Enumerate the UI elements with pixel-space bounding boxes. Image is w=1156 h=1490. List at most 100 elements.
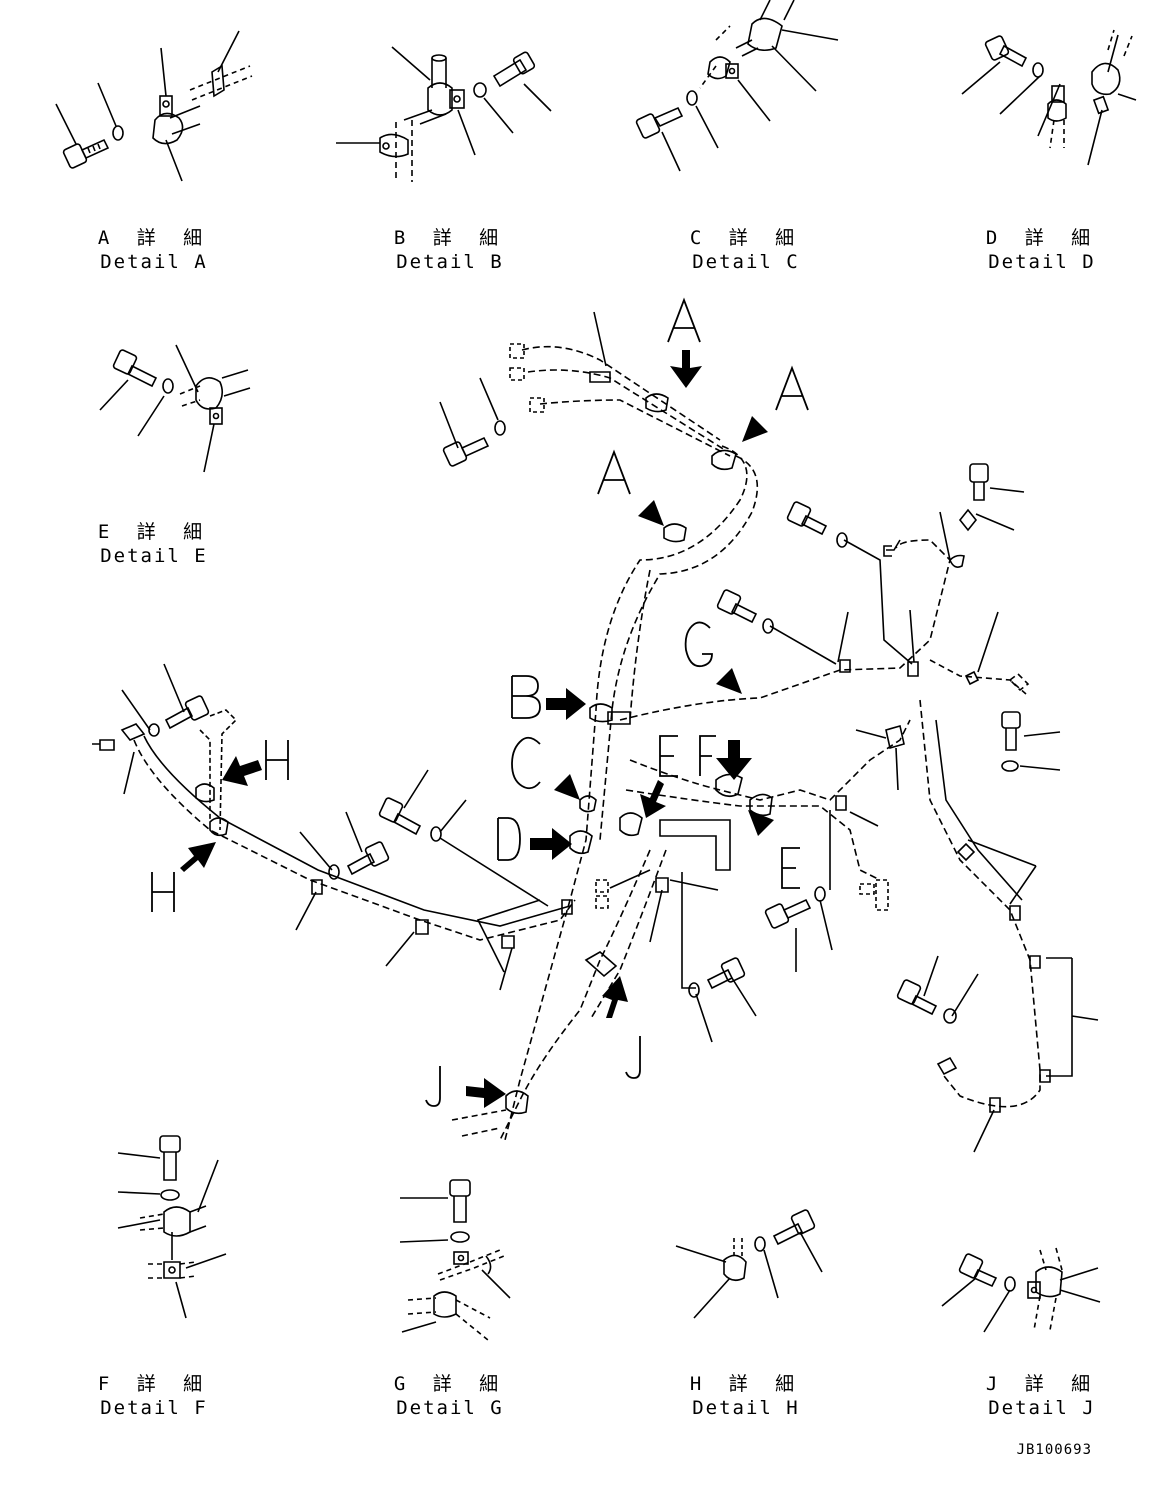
washer-icon [160,1189,180,1201]
callout-j-1 [625,1036,641,1079]
detail-caption-jp: J 詳 細 [985,1373,1099,1395]
arrow-b [546,688,586,720]
bolt-icon [635,106,684,139]
bolt-icon [1001,711,1021,751]
detail-caption-e: E 詳 細 Detail E [84,520,224,568]
arrow-f [716,740,752,780]
bolt-icon [706,957,746,990]
detail-caption-jp: E 詳 細 [97,521,211,543]
detail-a-figure [55,30,253,182]
arrow-e-2 [748,810,778,840]
detail-caption-en: Detail B [396,251,504,273]
detail-caption-jp: C 詳 細 [689,227,803,249]
callout-f [699,735,716,776]
callout-e-2 [781,847,800,889]
bolt-icon [492,51,536,88]
washer-icon [836,532,848,548]
detail-caption-jp: D 詳 細 [985,227,1099,249]
detail-caption-jp: A 詳 細 [97,227,211,249]
arrow-a-2 [742,412,772,442]
detail-caption-jp: G 詳 細 [393,1373,507,1395]
arrow-g [712,664,742,694]
washer-icon [112,125,124,141]
arrow-j-1 [602,976,628,1018]
bolt-icon [112,349,158,388]
detail-h-figure [675,1209,823,1319]
washer-icon [814,886,826,902]
detail-caption-en: Detail C [692,251,800,273]
callout-h-2 [151,872,175,912]
bolt-icon [346,841,390,876]
detail-e-figure [99,344,251,473]
callout-letters [151,297,809,1107]
callout-arrows [180,350,778,1108]
callout-c [511,736,541,790]
arrow-a-1 [670,350,702,388]
washer-icon [450,1231,470,1243]
detail-caption-h: H 詳 細 Detail H [676,1372,816,1420]
arrow-d [530,828,572,860]
bolt-icon [716,589,758,624]
washer-icon [688,982,700,998]
detail-caption-en: Detail J [988,1397,1096,1419]
drawing-code: JB100693 [1016,1442,1092,1458]
detail-caption-g: G 詳 細 Detail G [380,1372,520,1420]
detail-d-figure [961,29,1137,166]
bolt-icon [442,436,490,467]
detail-caption-en: Detail A [100,251,208,273]
bolt-icon [449,1179,471,1223]
washer-icon [430,826,442,842]
washer-icon [754,1236,766,1252]
washer-icon [762,618,774,634]
washer-icon [1001,760,1019,772]
callout-b [511,675,541,719]
detail-caption-jp: B 詳 細 [393,227,507,249]
washer-icon [328,864,340,880]
callout-a-3 [597,449,631,495]
detail-g-figure [399,1179,511,1341]
washer-icon [162,378,174,394]
washer-icon [686,90,698,106]
bolt-icon [764,898,812,929]
callout-j-2 [425,1066,441,1107]
bolt-icon [164,695,210,730]
detail-caption-jp: H 詳 細 [689,1373,803,1395]
callout-h-1 [265,740,289,780]
callout-a-2 [775,365,809,411]
detail-caption-b: B 詳 細 Detail B [380,226,520,274]
bolt-icon [62,138,110,169]
detail-caption-en: Detail E [100,545,208,567]
main-harness [92,311,1099,1153]
arrow-c [550,770,580,800]
detail-c-figure [635,0,839,172]
arrow-e-1 [640,780,666,818]
washer-icon [943,1008,957,1024]
bolt-icon [984,35,1028,68]
bolt-icon [896,979,938,1016]
bolt-icon [378,797,422,836]
detail-f-figure [117,1135,227,1319]
washer-icon [1032,62,1044,78]
bolt-icon [969,463,989,501]
detail-caption-j: J 詳 細 Detail J [972,1372,1112,1420]
detail-caption-c: C 詳 細 Detail C [676,226,816,274]
callout-d [497,817,521,861]
detail-caption-en: Detail F [100,1397,208,1419]
arrow-a-3 [634,496,664,526]
clamp-icon [152,95,201,145]
arrow-h-2 [180,842,216,872]
callout-g [684,621,713,668]
detail-caption-en: Detail D [988,251,1096,273]
detail-b-figure [336,46,552,182]
washer-icon [473,82,487,98]
arrow-j-2 [466,1078,506,1108]
callout-a-1 [667,297,701,343]
detail-caption-d: D 詳 細 Detail D [972,226,1112,274]
bolt-icon [786,501,828,536]
bolt-icon [772,1209,816,1246]
detail-caption-en: Detail H [692,1397,800,1419]
detail-caption-f: F 詳 細 Detail F [84,1372,224,1420]
bolt-icon [159,1135,181,1181]
bolt-icon [958,1253,998,1288]
